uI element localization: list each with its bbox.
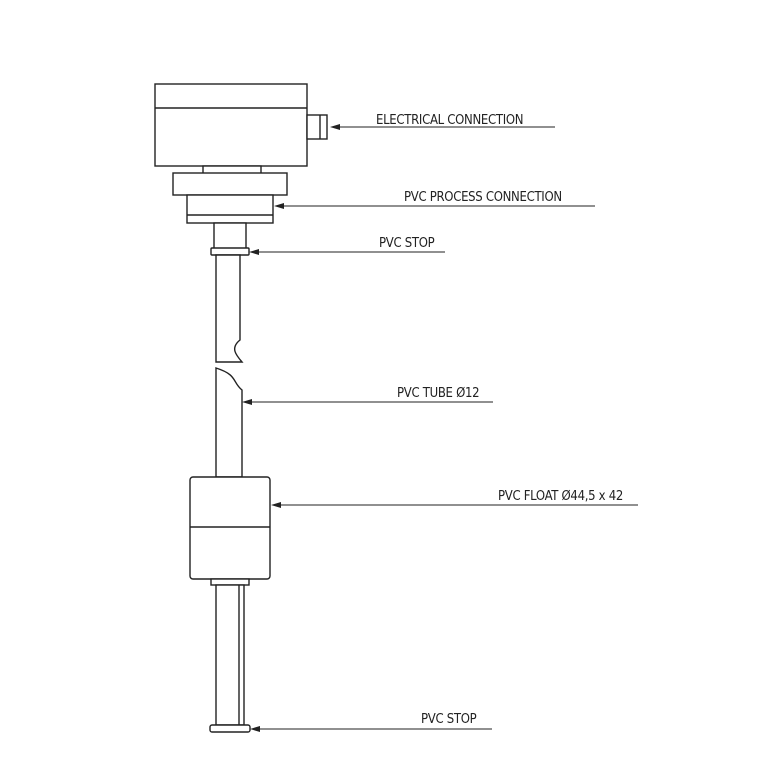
leader-process (274, 203, 595, 209)
process-connection (172, 172, 288, 224)
leader-stop-top (249, 249, 445, 255)
housing (154, 83, 328, 167)
leader-tube (242, 399, 493, 405)
leader-electrical (330, 124, 555, 130)
leader-float (271, 502, 638, 508)
float (189, 476, 271, 580)
tube-upper (215, 254, 244, 363)
label-tube: PVC TUBE Ø12 (397, 386, 479, 401)
label-float: PVC FLOAT Ø44,5 x 42 (498, 489, 623, 504)
label-stop-bottom: PVC STOP (421, 712, 477, 727)
label-stop-top: PVC STOP (379, 236, 435, 251)
float-bottom-collar (210, 578, 250, 586)
tube-upper-neck (213, 222, 247, 251)
leader-stop-bottom (250, 726, 492, 732)
tube-lower (215, 584, 245, 726)
stop-ring-bottom (209, 724, 251, 733)
stop-ring-top (210, 247, 250, 256)
label-electrical-connection: ELECTRICAL CONNECTION (376, 113, 523, 128)
label-process-connection: PVC PROCESS CONNECTION (404, 190, 562, 205)
tube-middle (215, 367, 243, 478)
